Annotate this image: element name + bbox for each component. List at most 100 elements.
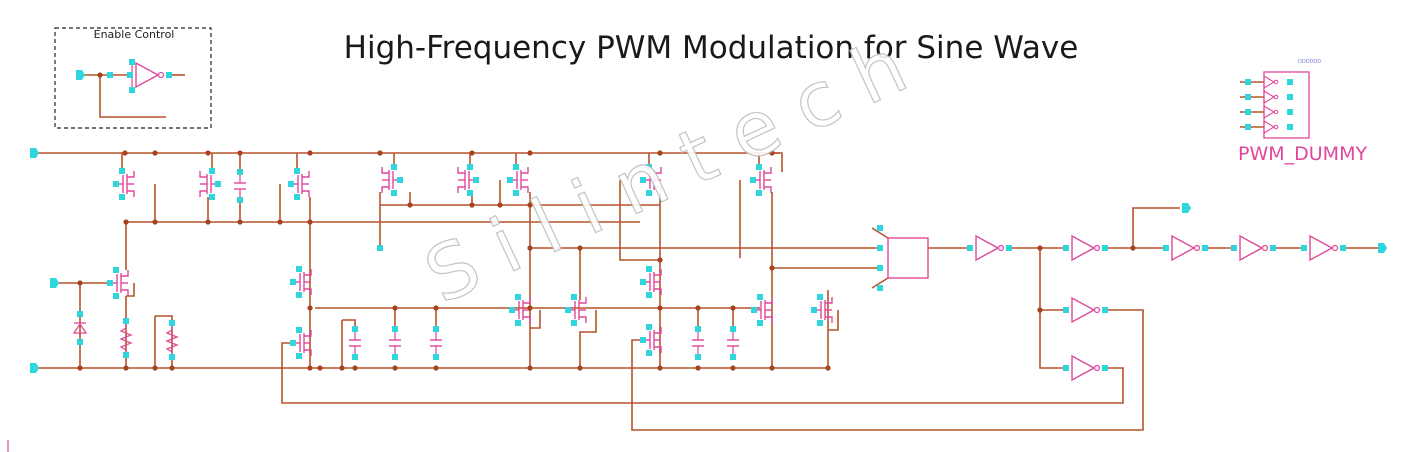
node — [1006, 245, 1012, 251]
node — [1287, 124, 1293, 130]
node — [113, 267, 119, 273]
junction-dot — [277, 219, 283, 225]
feedback-buffer-2 — [1071, 354, 1101, 382]
resistor-body — [165, 324, 179, 356]
source — [121, 289, 129, 296]
node — [119, 168, 125, 174]
components — [7, 27, 1339, 452]
dummy-bubble — [1273, 94, 1279, 100]
node — [1163, 245, 1169, 251]
node — [467, 190, 473, 196]
junction-dot — [527, 305, 533, 311]
node — [817, 294, 823, 300]
node — [507, 177, 513, 183]
drain — [825, 297, 833, 304]
upper-mosfet-1 — [116, 171, 135, 197]
feedback-loop-1 — [631, 309, 1144, 431]
drain — [654, 327, 662, 334]
node — [391, 190, 397, 196]
node — [397, 177, 403, 183]
node — [757, 294, 763, 300]
mid-mosfet-6 — [814, 297, 833, 323]
junction-dot — [1037, 307, 1043, 313]
node — [730, 326, 736, 332]
source — [521, 186, 529, 193]
junction-dot — [307, 219, 313, 225]
port-pin — [50, 278, 59, 288]
node — [166, 72, 172, 78]
wire — [99, 75, 166, 118]
node — [646, 266, 652, 272]
wire — [1132, 207, 1180, 248]
node — [877, 285, 883, 291]
buffer-body — [1239, 234, 1264, 262]
dummy-bubble — [1273, 79, 1279, 85]
buffer-bubble — [997, 244, 1005, 252]
node — [695, 354, 701, 360]
node — [352, 326, 358, 332]
buffer-bubble — [1331, 244, 1339, 252]
drain — [523, 297, 531, 304]
node — [209, 194, 215, 200]
junction-dot — [730, 365, 736, 371]
dummy-buffer — [1263, 120, 1276, 134]
diagram-title: High-Frequency PWM Modulation for Sine W… — [343, 30, 1079, 66]
node — [646, 324, 652, 330]
chain-buffer-2 — [1071, 234, 1101, 262]
junction-dot — [695, 305, 701, 311]
drain — [765, 297, 773, 304]
drain — [764, 167, 772, 174]
port-pin — [30, 363, 39, 373]
node — [1102, 307, 1108, 313]
drain — [579, 297, 587, 304]
source — [765, 316, 773, 323]
node — [352, 354, 358, 360]
source — [304, 349, 312, 356]
node — [695, 326, 701, 332]
node — [107, 72, 113, 78]
node — [473, 177, 479, 183]
source — [457, 186, 465, 193]
junction-dot — [769, 265, 775, 271]
enable-buffer — [135, 61, 165, 89]
drain — [302, 171, 310, 178]
junction-dot — [97, 72, 103, 78]
pwm-dummy-label: PWM_DUMMY — [1238, 143, 1368, 165]
filter-cap-5 — [727, 331, 739, 355]
buffer-body — [1071, 354, 1096, 382]
junction-dot — [497, 202, 503, 208]
buffer-bubble — [1093, 244, 1101, 252]
node — [237, 169, 243, 175]
junction-dot — [205, 219, 211, 225]
source — [764, 186, 772, 193]
junction-dot — [407, 202, 413, 208]
node — [756, 190, 762, 196]
junction-dot — [527, 245, 533, 251]
node — [127, 72, 133, 78]
junction-dot — [730, 305, 736, 311]
source — [302, 190, 310, 197]
chain-buffer-4 — [1239, 234, 1269, 262]
node — [391, 164, 397, 170]
source — [825, 316, 833, 323]
wire — [1039, 248, 1066, 369]
node — [1287, 94, 1293, 100]
node — [513, 164, 519, 170]
junction-dot — [122, 150, 128, 156]
drain — [199, 171, 207, 178]
drain — [654, 167, 662, 174]
junction-dot — [527, 202, 533, 208]
wire — [619, 180, 660, 261]
port-pin — [30, 148, 39, 158]
node — [757, 320, 763, 326]
junction-dot — [352, 365, 358, 371]
node — [515, 294, 521, 300]
node — [290, 279, 296, 285]
node — [1245, 124, 1251, 130]
junction-dot — [657, 257, 663, 263]
junction-dot — [339, 365, 345, 371]
filter-cap-4 — [692, 331, 704, 355]
junction-dot — [657, 365, 663, 371]
junction-dot — [657, 150, 663, 156]
